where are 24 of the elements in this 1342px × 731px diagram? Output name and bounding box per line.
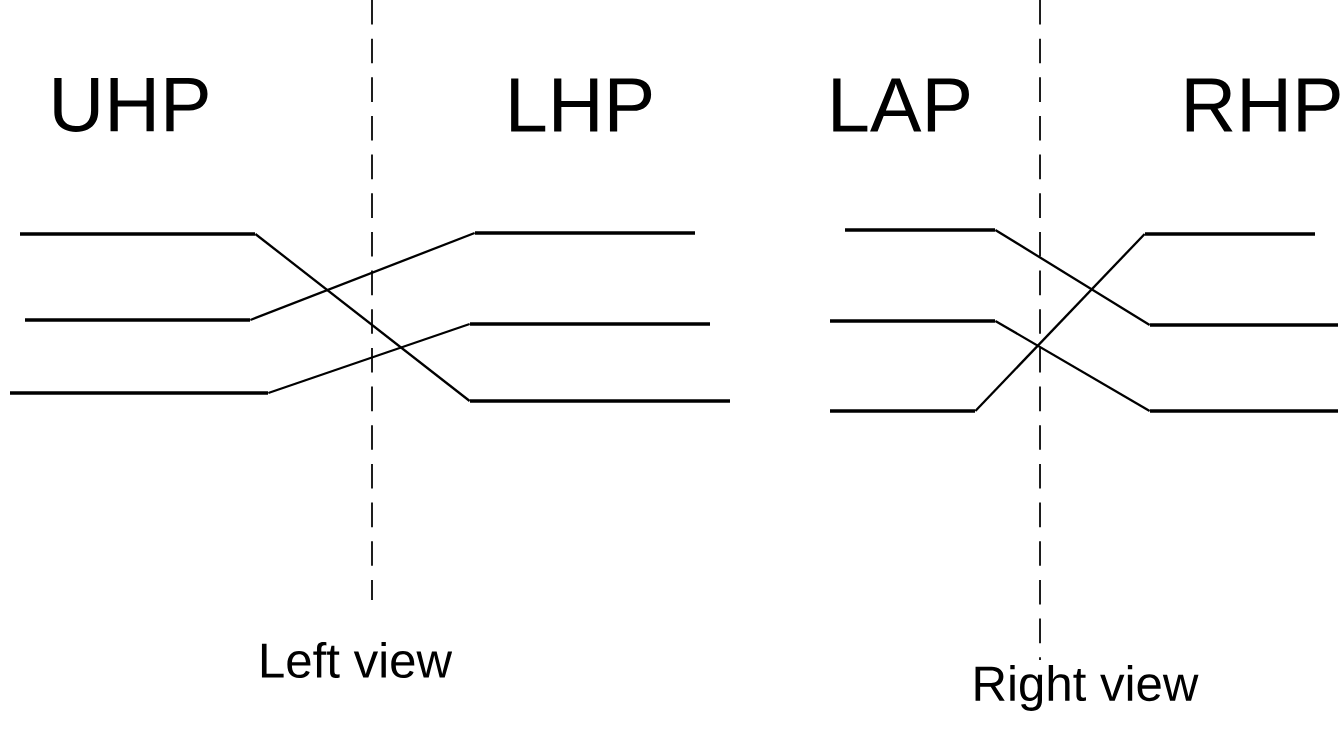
line-segment	[470, 399, 730, 403]
connector-line	[249, 231, 476, 322]
heading-label: LAP	[833, 78, 969, 132]
line-segment	[470, 322, 710, 326]
heading-label: LHP	[511, 78, 652, 132]
connector-line	[974, 233, 1146, 412]
line-segment	[1145, 232, 1315, 236]
line-segment	[1150, 409, 1338, 413]
line-segment	[475, 231, 695, 235]
line-segment	[20, 232, 255, 236]
view-label: Right view	[975, 665, 1199, 711]
connector-line	[994, 229, 1151, 326]
connector-line	[994, 320, 1151, 412]
line-segment	[830, 409, 975, 413]
line-segment	[845, 228, 995, 232]
heading-label: RHP	[1186, 78, 1340, 132]
heading-label: UHP	[54, 78, 208, 132]
line-segment	[830, 319, 995, 323]
line-segment	[10, 391, 268, 395]
line-segment	[25, 318, 250, 322]
line-segment	[1150, 323, 1338, 327]
connector-line	[267, 322, 471, 395]
view-label: Left view	[261, 641, 453, 679]
connector-line	[254, 233, 471, 402]
